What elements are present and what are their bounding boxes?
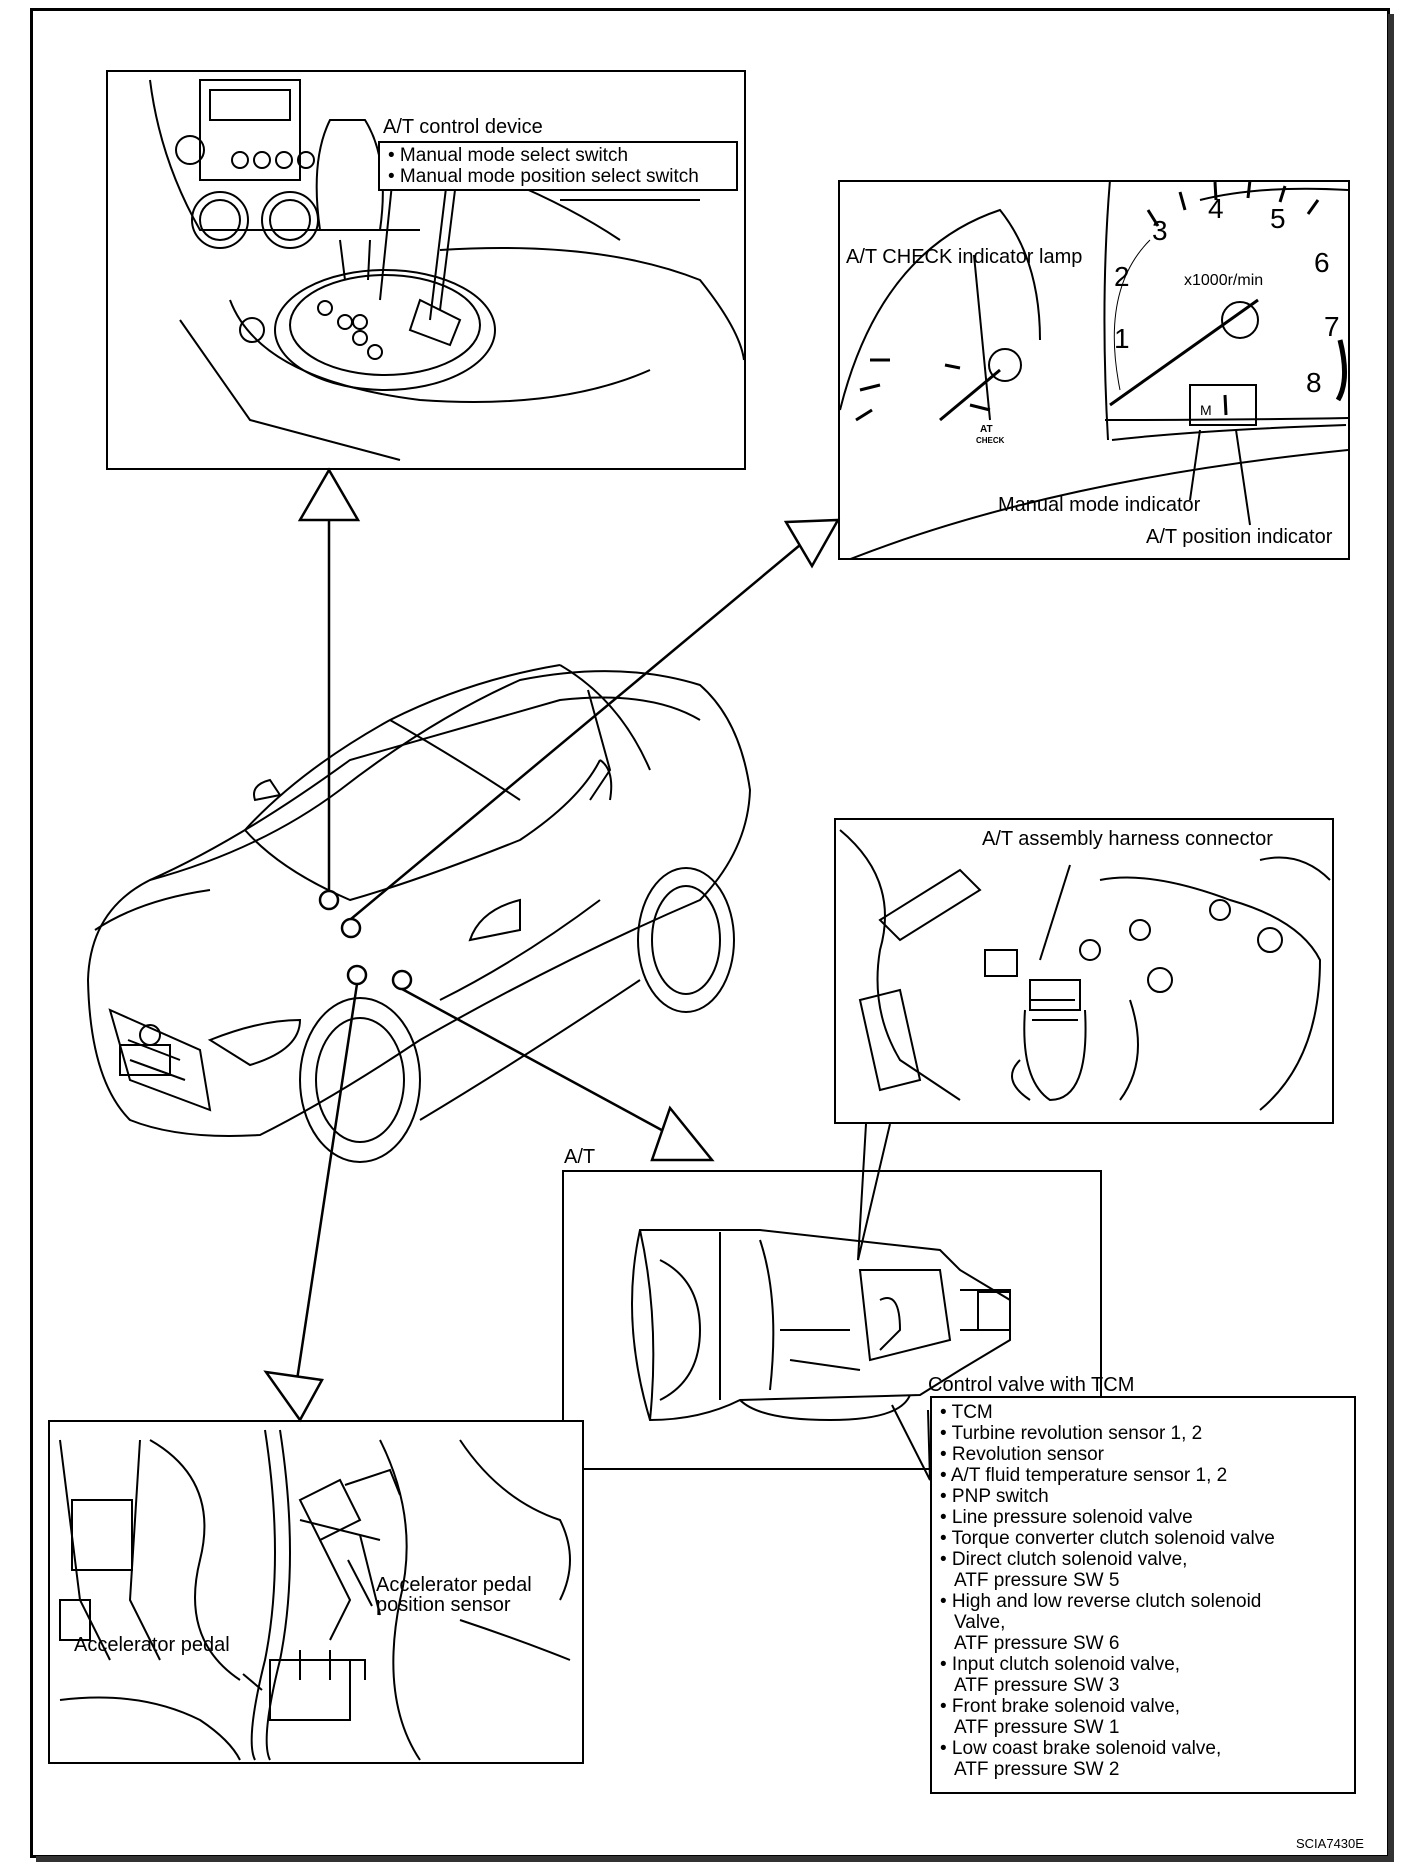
tach-number: 1 <box>1114 323 1130 354</box>
label-harness-connector: A/T assembly harness connector <box>982 828 1273 850</box>
label-at-check-lamp: A/T CHECK indicator lamp <box>846 246 1083 268</box>
frame-shadow-bottom <box>36 1856 1394 1862</box>
tcm-component-list: • TCM• Turbine revolution sensor 1, 2• R… <box>930 1396 1356 1794</box>
label-at-position-indicator: A/T position indicator <box>1146 526 1333 548</box>
tach-number: 7 <box>1324 311 1340 342</box>
label-accelerator-pedal: Accelerator pedal <box>74 1634 230 1656</box>
transmission-illustration <box>631 1228 1011 1422</box>
tach-number: 8 <box>1306 367 1322 398</box>
tcm-list-item: ATF pressure SW 6 <box>954 1633 1120 1654</box>
tach-number: 6 <box>1314 247 1330 278</box>
tcm-list-item: ATF pressure SW 3 <box>954 1675 1120 1696</box>
tcm-list-item: • Input clutch solenoid valve, <box>940 1654 1181 1675</box>
tcm-list-item: • Front brake solenoid valve, <box>940 1696 1181 1717</box>
at-check-text-1: AT <box>980 424 993 435</box>
tcm-list-item: Valve, <box>954 1612 1006 1633</box>
frame-shadow-right <box>1388 14 1394 1862</box>
tcm-list-item: ATF pressure SW 1 <box>954 1717 1120 1738</box>
gauge-panel <box>838 180 1350 560</box>
tach-number: 2 <box>1114 261 1130 292</box>
tcm-list-item: • A/T fluid temperature sensor 1, 2 <box>940 1465 1228 1486</box>
shifter-panel <box>106 70 746 470</box>
tach-number: 4 <box>1208 193 1224 224</box>
tcm-list-item: • PNP switch <box>940 1486 1049 1507</box>
label-tach-unit: x1000r/min <box>1184 272 1264 289</box>
label-at: A/T <box>564 1146 596 1168</box>
label-accel-sensor-line1: Accelerator pedal <box>376 1574 532 1596</box>
tachometer-numbers: 1 23 4 56 78 <box>1114 193 1340 398</box>
at-check-text-2: CHECK <box>976 436 1005 445</box>
tcm-list-item: • Low coast brake solenoid valve, <box>940 1738 1222 1759</box>
label-accel-sensor-line2: position sensor <box>376 1594 511 1616</box>
connection-points <box>318 889 413 991</box>
tcm-list-item: ATF pressure SW 5 <box>954 1570 1120 1591</box>
tcm-list-item: • Torque converter clutch solenoid valve <box>940 1528 1275 1549</box>
pedal-illustration <box>59 1429 571 1761</box>
connector-illustration <box>839 829 1331 1111</box>
tcm-list-item: ATF pressure SW 2 <box>954 1759 1120 1780</box>
tcm-list-item: • Turbine revolution sensor 1, 2 <box>940 1423 1203 1444</box>
connector-panel <box>834 818 1334 1124</box>
label-control-valve: Control valve with TCM <box>928 1374 1135 1396</box>
gauge-illustration <box>840 182 1348 558</box>
tcm-list-item: • Revolution sensor <box>940 1444 1105 1465</box>
tach-number: 5 <box>1270 203 1286 234</box>
switch-list-item: • Manual mode position select switch <box>388 166 699 187</box>
pedal-callout-lines <box>242 1559 373 1691</box>
tcm-list-item: • High and low reverse clutch solenoid <box>940 1591 1262 1612</box>
label-at-control-device: A/T control device <box>383 116 543 138</box>
callout-lines <box>379 154 1251 1481</box>
tcm-list-item: • TCM <box>940 1402 993 1423</box>
tach-number: 3 <box>1152 215 1168 246</box>
image-code: SCIA7430E <box>1296 1836 1364 1851</box>
label-manual-mode-indicator: Manual mode indicator <box>998 494 1201 516</box>
switch-list-box: • Manual mode select switch • Manual mod… <box>378 141 738 191</box>
tcm-list-item: • Line pressure solenoid valve <box>940 1507 1193 1528</box>
car-illustration <box>86 664 752 1163</box>
tcm-list-item: • Direct clutch solenoid valve, <box>940 1549 1188 1570</box>
switch-list-item: • Manual mode select switch <box>388 145 629 166</box>
shifter-illustration <box>149 79 744 461</box>
pointer-arrows <box>263 467 841 1423</box>
gauge-m-letter: M <box>1200 402 1212 418</box>
